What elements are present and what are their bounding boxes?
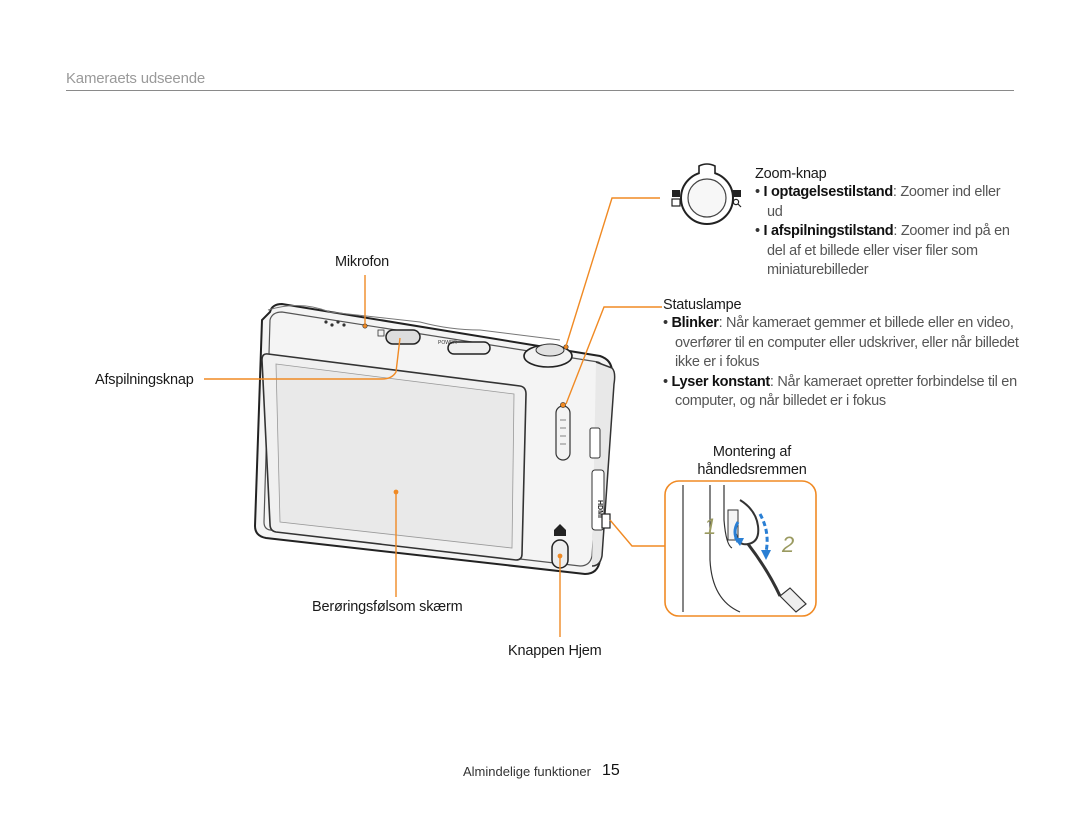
callout-lines xyxy=(204,197,665,637)
title-divider xyxy=(66,90,1014,91)
microphone-holes xyxy=(324,320,368,329)
callout-dots xyxy=(393,489,563,559)
footer-section: Almindelige funktioner xyxy=(463,764,591,779)
touch-screen[interactable] xyxy=(261,353,527,561)
zoom-knob-detail xyxy=(671,163,742,225)
zoom-description: Zoom-knap • I optagelsestilstand: Zoomer… xyxy=(755,166,1013,281)
hdmi-marking: HDMI xyxy=(596,500,603,518)
page-title: Kameraets udseende xyxy=(66,70,205,87)
label-afspilningsknap: Afspilningsknap xyxy=(95,372,194,388)
label-beroeringsfoelsom-skaerm: Berøringsfølsom skærm xyxy=(312,599,463,615)
label-knappen-hjem: Knappen Hjem xyxy=(508,643,602,659)
zoom-item: • I afspilningstilstand: Zoomer ind på e… xyxy=(755,223,1010,278)
strap-step-2: 2 xyxy=(781,532,794,557)
status-item: • Blinker: Når kameraet gemmer et billed… xyxy=(663,315,1019,370)
strap-step-1: 1 xyxy=(704,514,716,539)
zoom-heading: Zoom-knap xyxy=(755,166,827,182)
status-lamp-area xyxy=(555,402,571,461)
playback-button[interactable] xyxy=(377,329,421,345)
strap-eyelet xyxy=(601,513,611,529)
zoom-item: • I optagelsestilstand: Zoomer ind eller… xyxy=(755,184,1001,220)
page-number: 15 xyxy=(602,762,620,779)
label-montering-line1: Montering af xyxy=(712,444,792,460)
status-item: • Lyser konstant: Når kameraet opretter … xyxy=(663,373,1017,410)
power-marking: POWER xyxy=(438,340,457,346)
status-description: Statuslampe • Blinker: Når kameraet gemm… xyxy=(663,297,1019,412)
power-button[interactable]: POWER xyxy=(438,340,491,355)
label-montering-line2: håndledsremmen xyxy=(697,462,807,478)
status-heading: Statuslampe xyxy=(663,297,742,313)
zoom-dial-on-camera[interactable] xyxy=(523,343,573,368)
side-ports: HDMI xyxy=(589,427,611,531)
label-mikrofon: Mikrofon xyxy=(335,254,389,270)
strap-inset: 1 2 xyxy=(664,480,817,617)
